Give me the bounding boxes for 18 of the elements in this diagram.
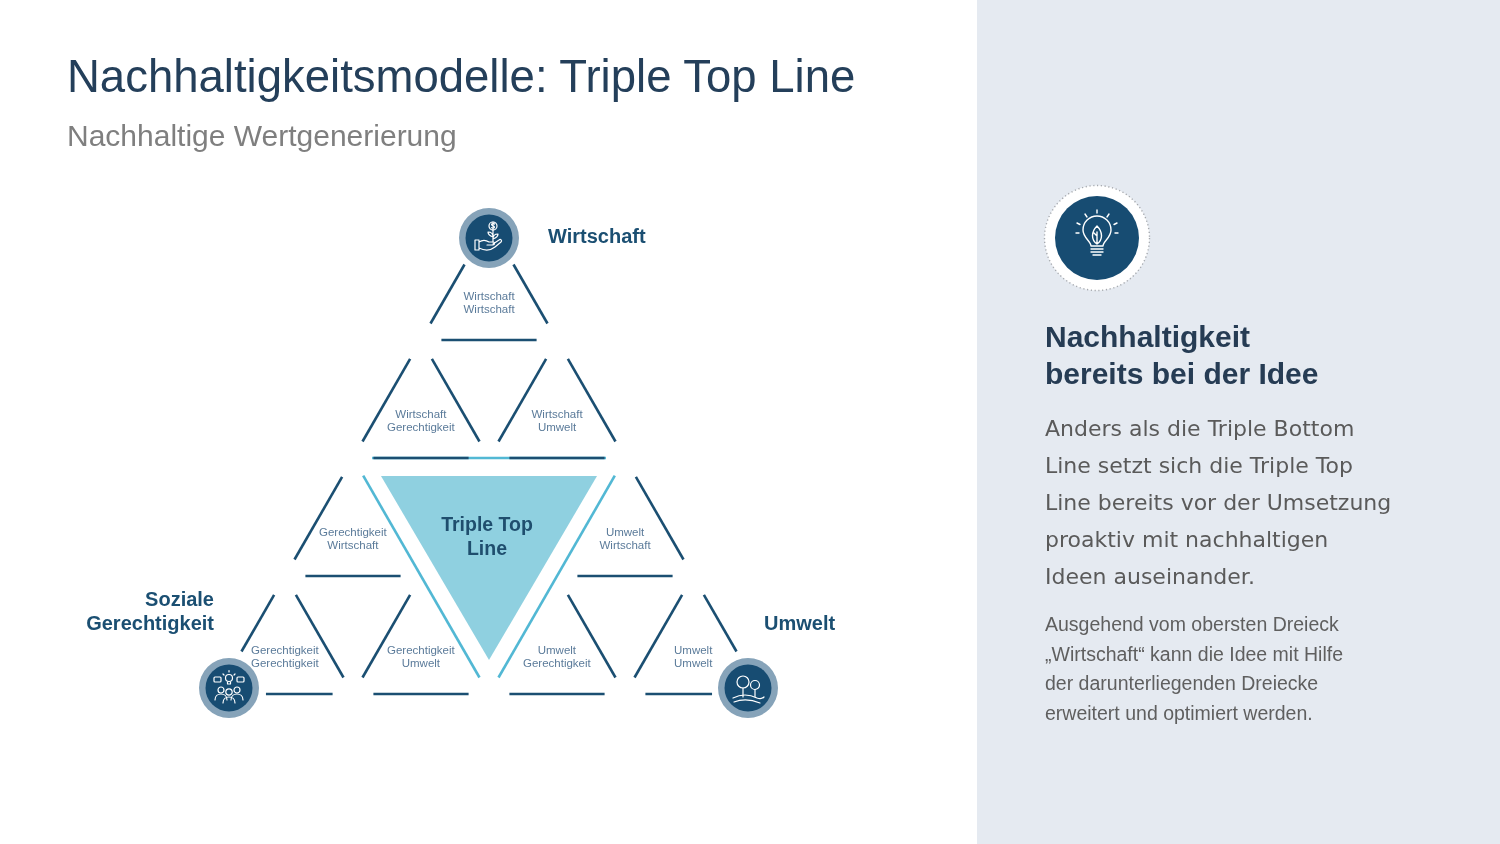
panel-note: Ausgehend vom obersten Dreieck „Wirtschaft“ kann die Idee mit Hilfe der darunterliegenden Dreiecke erweitert und optimiert werden. [1045, 612, 1344, 726]
page-subtitle: Nachhaltige Wertgenerierung [67, 118, 457, 154]
corner-label: Soziale Gerechtigkeit [86, 587, 214, 635]
triangle-label: Umwelt Umwelt [674, 644, 713, 670]
triangle-label: Wirtschaft Umwelt [531, 408, 583, 434]
page-title: Nachhaltigkeitsmodelle: Triple Top Line [67, 50, 856, 104]
triangle-label: Umwelt Wirtschaft [599, 526, 651, 552]
triangle-label: Gerechtigkeit Gerechtigkeit [251, 644, 319, 670]
triangle-label: Umwelt Gerechtigkeit [523, 644, 591, 670]
corner-label: Umwelt [764, 611, 836, 635]
triangle-label: Gerechtigkeit Umwelt [387, 644, 455, 670]
triangle-label: Triple Top Line [440, 512, 534, 560]
triangle-label: Wirtschaft Wirtschaft [463, 290, 515, 316]
corner-label: Wirtschaft [548, 224, 646, 248]
triangle-label: Wirtschaft Gerechtigkeit [387, 408, 455, 434]
panel-text: Anders als die Triple Bottom Line setzt sich die Triple Top Line bereits vor der Umsetzung proaktiv mit nachhaltigen Ideen auseinander. [1045, 415, 1393, 591]
triangle-label: Gerechtigkeit Wirtschaft [319, 526, 387, 552]
panel-heading: Nachhaltigkeit bereits bei der Idee [1045, 319, 1320, 392]
